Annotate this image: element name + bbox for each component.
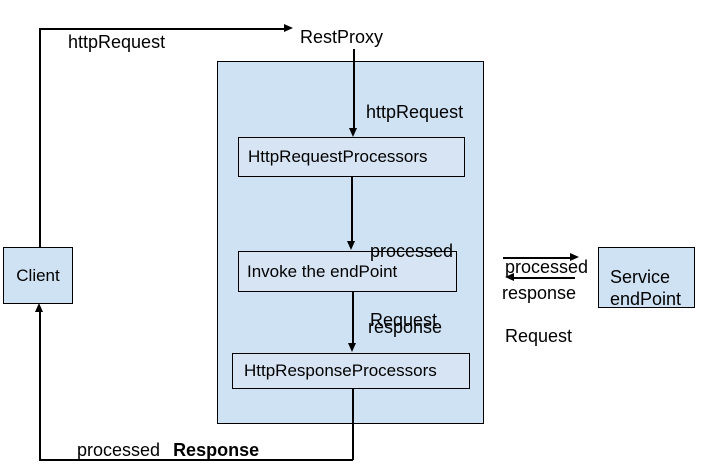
client-to-restproxy-line-vertical [39, 28, 41, 247]
processed-request-inner-edge-label: processed Request [370, 194, 453, 378]
client-to-restproxy-line-horizontal [39, 28, 285, 30]
processed-response-word1: processed [77, 440, 161, 460]
invoke-to-responseprocessors-arrowhead-icon [348, 343, 356, 352]
return-to-client-line [39, 311, 41, 460]
response-right-edge-label: response [502, 283, 577, 303]
requestprocessors-to-invoke-line [351, 177, 353, 242]
restproxy-label: RestProxy [300, 27, 384, 47]
invoke-endpoint-node: Invoke the endPoint [238, 251, 457, 292]
restproxy-to-requestprocessors-line [353, 49, 355, 129]
return-to-client-arrowhead-icon [35, 303, 43, 312]
processed-response-word2: Response [173, 440, 260, 460]
invoke-to-responseprocessors-line [352, 292, 354, 344]
http-response-processors-label: HttpResponseProcessors [244, 361, 437, 380]
client-node-label: Client [16, 265, 60, 285]
httprequest-top-edge-label: httpRequest [68, 32, 166, 52]
processed-request-right-line1: processed [505, 257, 589, 277]
http-response-processors-node: HttpResponseProcessors [232, 353, 470, 389]
invoke-to-service-arrowhead-icon [570, 253, 579, 261]
processed-request-inner-line1: processed [370, 241, 454, 261]
service-to-invoke-line [514, 277, 575, 279]
client-node: Client [3, 247, 73, 304]
restproxy-to-requestprocessors-arrowhead-icon [349, 128, 357, 137]
service-to-invoke-arrowhead-icon [505, 273, 514, 281]
processed-response-bottom-edge-label: processed Response [77, 439, 259, 462]
service-endpoint-label-line2: endPoint [610, 289, 682, 308]
processed-request-right-edge-label: processed Request [505, 210, 588, 394]
requestprocessors-to-invoke-arrowhead-icon [347, 241, 355, 250]
return-bottom-line [39, 459, 353, 461]
processed-request-inner-line2: Request [370, 310, 438, 330]
invoke-to-service-line [503, 257, 571, 259]
httprequest-inner-edge-label: httpRequest [366, 102, 464, 122]
invoke-endpoint-label: Invoke the endPoint [247, 261, 398, 281]
http-request-processors-node: HttpRequestProcessors [238, 137, 465, 177]
client-to-restproxy-arrowhead-icon [284, 24, 293, 32]
responseprocessors-down-line [352, 389, 354, 460]
response-inner-edge-label: response [368, 317, 443, 337]
processed-request-right-line2: Request [505, 326, 573, 346]
service-endpoint-node: Service endPoint [598, 247, 695, 308]
service-endpoint-label-line1: Service [610, 267, 671, 287]
http-request-processors-label: HttpRequestProcessors [248, 147, 428, 166]
